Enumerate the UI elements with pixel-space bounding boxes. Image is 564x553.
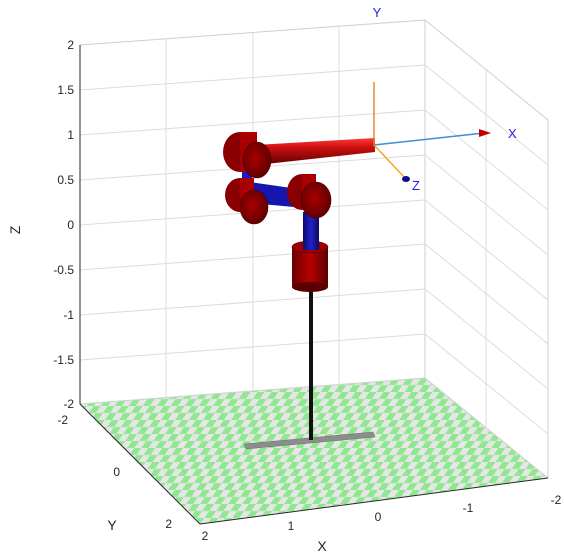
x-tick: -1	[463, 501, 474, 515]
floor-checkerboard	[80, 378, 548, 524]
robot-upper-arm	[255, 138, 375, 165]
z-tick: -1	[63, 308, 74, 322]
coordinate-frame	[373, 82, 491, 182]
z-tick: 1.5	[57, 83, 74, 97]
robot-shoulder-joint	[223, 132, 272, 179]
robot-elbow-joint	[225, 178, 269, 225]
z-tick-labels: 2 1.5 1 0.5 0 -0.5 -1 -1.5 -2	[53, 38, 74, 411]
y-tick: 0	[113, 465, 120, 479]
robot-wrist-joint	[287, 174, 332, 219]
frame-z-arrowhead	[402, 176, 410, 182]
z-tick: -1.5	[53, 353, 74, 367]
robot-joint-connector	[303, 212, 319, 250]
y-axis-label: Y	[107, 517, 117, 533]
z-tick: 0	[67, 218, 74, 232]
frame-z-label: Z	[412, 178, 420, 193]
x-axis-label: X	[317, 538, 327, 553]
z-axis-label: Z	[7, 225, 23, 234]
z-tick: 1	[67, 128, 74, 142]
frame-z-axis	[373, 144, 406, 179]
x-tick: -2	[551, 493, 562, 507]
z-tick: 2	[67, 38, 74, 52]
y-tick: 2	[165, 517, 172, 531]
frame-y-label: Y	[373, 5, 382, 20]
z-tick: -2	[63, 397, 74, 411]
x-tick: 2	[202, 529, 209, 543]
y-tick-labels: -2 0 2	[57, 413, 172, 531]
x-tick: 0	[375, 510, 382, 524]
z-tick: 0.5	[57, 173, 74, 187]
y-tick: -2	[57, 413, 68, 427]
frame-x-axis	[373, 132, 485, 146]
x-tick-labels: 2 1 0 -1 -2	[202, 493, 562, 543]
robot-pole	[309, 283, 313, 440]
frame-x-arrowhead	[479, 129, 491, 137]
axis-lines	[79, 45, 549, 525]
frame-x-label: X	[508, 126, 517, 141]
x-tick: 1	[288, 519, 295, 533]
z-tick: -0.5	[53, 263, 74, 277]
robot-base-plate	[243, 431, 376, 450]
